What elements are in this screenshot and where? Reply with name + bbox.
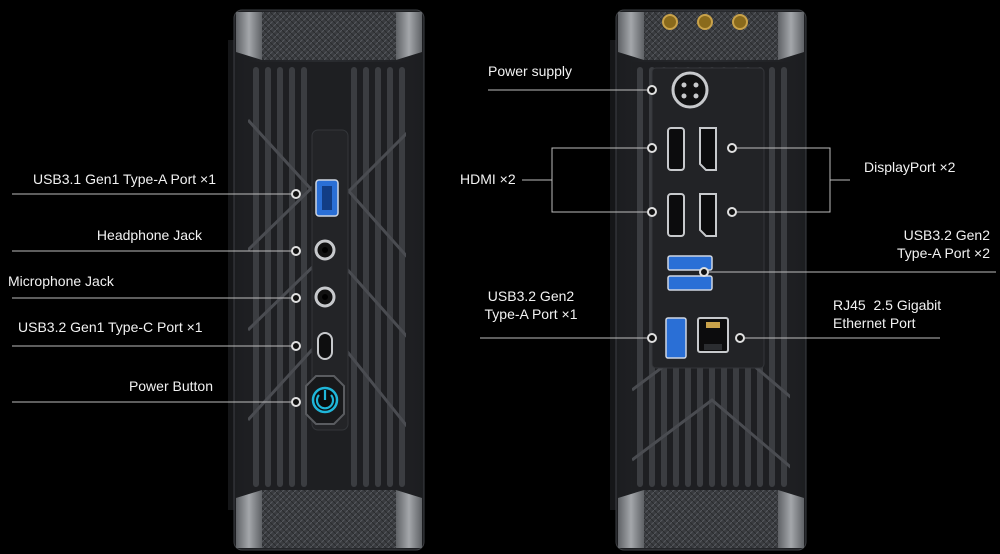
front-bottom-knurl bbox=[262, 490, 396, 548]
usbc-callout-dot bbox=[291, 341, 301, 351]
microphone-callout-dot bbox=[291, 293, 301, 303]
power-supply-label: Power supply bbox=[488, 63, 573, 79]
rj45-label-line1: RJ45 2.5 Gigabit bbox=[833, 297, 942, 313]
headphone-jack-hole bbox=[322, 247, 328, 253]
hdmi-1-callout-dot bbox=[647, 143, 657, 153]
power-supply-callout-dot bbox=[647, 85, 657, 95]
front-top-cap-right bbox=[396, 12, 422, 60]
rear-unit bbox=[610, 9, 807, 551]
rj45-led bbox=[706, 322, 720, 328]
front-top-cap-left bbox=[236, 12, 262, 60]
usb32x1-label-line2: Type-A Port ×1 bbox=[484, 306, 578, 322]
usb32x1-label-line1: USB3.2 Gen2 bbox=[487, 288, 575, 304]
hdmi-label: HDMI ×2 bbox=[460, 171, 516, 187]
rear-callout-lines bbox=[480, 89, 996, 339]
displayport-1-callout-dot bbox=[727, 143, 737, 153]
rj45-port bbox=[697, 317, 729, 353]
headphone-label: Headphone Jack bbox=[96, 227, 202, 243]
microphone-label: Microphone Jack bbox=[8, 273, 114, 289]
rear-side-panel bbox=[610, 40, 620, 510]
rear-bottom-cap-right bbox=[778, 490, 804, 548]
rear-top-cap-right bbox=[778, 12, 804, 60]
usb31-label: USB3.1 Gen1 Type-A Port ×1 bbox=[32, 171, 216, 187]
callout-dots bbox=[291, 85, 745, 407]
power-button-callout-dot bbox=[291, 397, 301, 407]
usb32x1-label: USB3.2 Gen2 Type-A Port ×1 bbox=[480, 287, 582, 323]
usb32x1-callout-dot bbox=[647, 333, 657, 343]
rear-bottom-knurl bbox=[644, 490, 778, 548]
hdmi-2-callout-dot bbox=[647, 207, 657, 217]
usbc-label: USB3.2 Gen1 Type-C Port ×1 bbox=[18, 319, 203, 335]
displayport-2-callout-dot bbox=[727, 207, 737, 217]
usb-type-c-port bbox=[317, 332, 333, 360]
usb32-gen2-port-1 bbox=[667, 255, 713, 271]
usb32x2-callout-dot bbox=[699, 267, 709, 277]
usb32-gen2-port-single bbox=[665, 317, 687, 359]
usb32x2-label-line2: Type-A Port ×2 bbox=[897, 245, 990, 261]
usb31-callout-dot bbox=[291, 189, 301, 199]
rj45-latch bbox=[704, 344, 722, 350]
front-top-knurl bbox=[262, 12, 396, 60]
front-bottom-cap-left bbox=[236, 490, 262, 548]
antenna-mounts bbox=[662, 14, 748, 30]
antenna-mount-1 bbox=[662, 14, 678, 30]
hdmi-port-2 bbox=[667, 193, 685, 237]
rj45-callout-dot bbox=[735, 333, 745, 343]
power-supply-pins bbox=[681, 82, 699, 99]
rear-bottom-cap-left bbox=[618, 490, 644, 548]
front-unit bbox=[228, 9, 425, 551]
hdmi-port-1 bbox=[667, 127, 685, 171]
displayport-label: DisplayPort ×2 bbox=[864, 159, 956, 175]
power-icon bbox=[315, 394, 335, 410]
front-side-panel bbox=[228, 40, 238, 510]
front-callout-lines bbox=[12, 193, 296, 403]
rear-top-cap-left bbox=[618, 12, 644, 60]
front-grille-ribs bbox=[248, 67, 406, 487]
front-bottom-cap-right bbox=[396, 490, 422, 548]
usb31-port-tongue bbox=[322, 186, 332, 210]
rj45-label: RJ45 2.5 Gigabit Ethernet Port bbox=[833, 296, 941, 332]
usb32x2-label: USB3.2 Gen2 Type-A Port ×2 bbox=[897, 226, 990, 262]
antenna-mount-3 bbox=[732, 14, 748, 30]
rj45-label-line2: Ethernet Port bbox=[833, 315, 916, 331]
power-supply-connector bbox=[671, 71, 709, 109]
displayport-1 bbox=[699, 127, 717, 171]
displayport-2 bbox=[699, 193, 717, 237]
usb32-gen2-port-2 bbox=[667, 275, 713, 291]
microphone-jack-hole bbox=[322, 294, 328, 300]
antenna-mount-2 bbox=[697, 14, 713, 30]
power-button-label: Power Button bbox=[128, 378, 213, 394]
headphone-callout-dot bbox=[291, 246, 301, 256]
usb32x2-label-line1: USB3.2 Gen2 bbox=[903, 227, 990, 243]
